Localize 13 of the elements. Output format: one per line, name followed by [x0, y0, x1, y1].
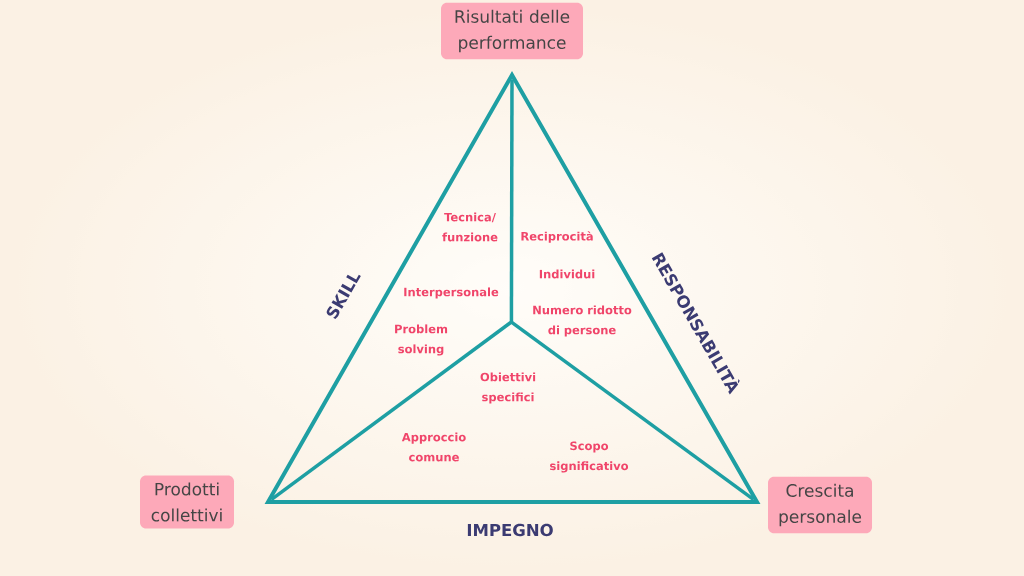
outcome-box: Risultati delle performance [441, 2, 583, 60]
outcome-box: Prodotti collettivi [140, 475, 234, 529]
outcome-box: Crescita personale [768, 476, 872, 534]
item-label: Obiettivi specifici [480, 372, 536, 404]
item-label: Scopo significativo [550, 441, 629, 473]
item-label: Tecnica/ funzione [442, 212, 498, 242]
side-label: IMPEGNO [467, 523, 553, 537]
item-label: Individui [539, 269, 595, 279]
item-label: Reciprocità [521, 231, 593, 243]
item-label: Problem solving [395, 324, 448, 356]
item-label: Approccio comune [401, 432, 466, 462]
item-label: Interpersonale [404, 287, 499, 299]
item-label: Numero ridotto di persone [533, 305, 632, 337]
